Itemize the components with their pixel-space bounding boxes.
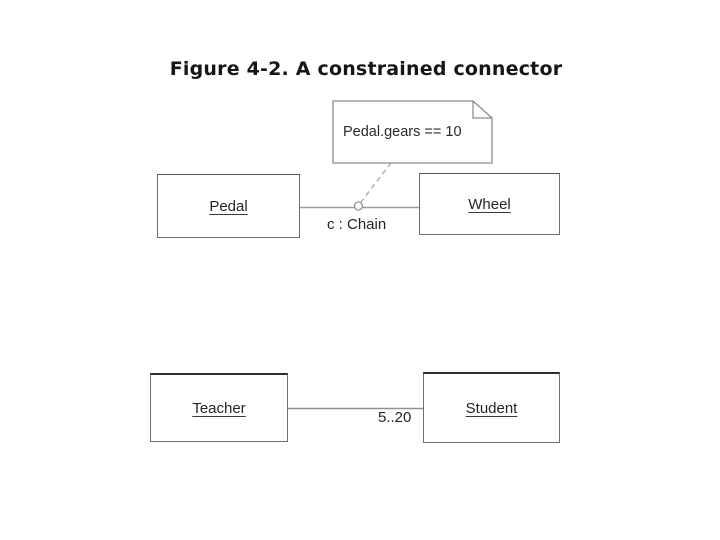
pedal-class-label: Pedal: [209, 197, 248, 215]
pedal-class-box: Pedal: [157, 174, 300, 238]
note-anchor-dashed-line: [360, 162, 392, 203]
wheel-class-label: Wheel: [468, 195, 511, 213]
connector-name-label: c : Chain: [327, 216, 387, 233]
connector-circle: [353, 201, 364, 211]
constraint-note-outline: [332, 100, 493, 164]
teacher-class-label: Teacher: [192, 399, 246, 417]
student-class-label: Student: [465, 399, 518, 417]
note-fold-corner: [472, 101, 492, 119]
student-class-box: Student: [423, 372, 560, 443]
constraint-note-text: Pedal.gears == 10: [343, 124, 462, 140]
wheel-class-box: Wheel: [419, 173, 560, 235]
figure-caption: Figure 4-2. A constrained connector: [169, 58, 563, 80]
teacher-class-box: Teacher: [150, 373, 288, 442]
multiplicity-label: 5..20: [378, 409, 412, 426]
